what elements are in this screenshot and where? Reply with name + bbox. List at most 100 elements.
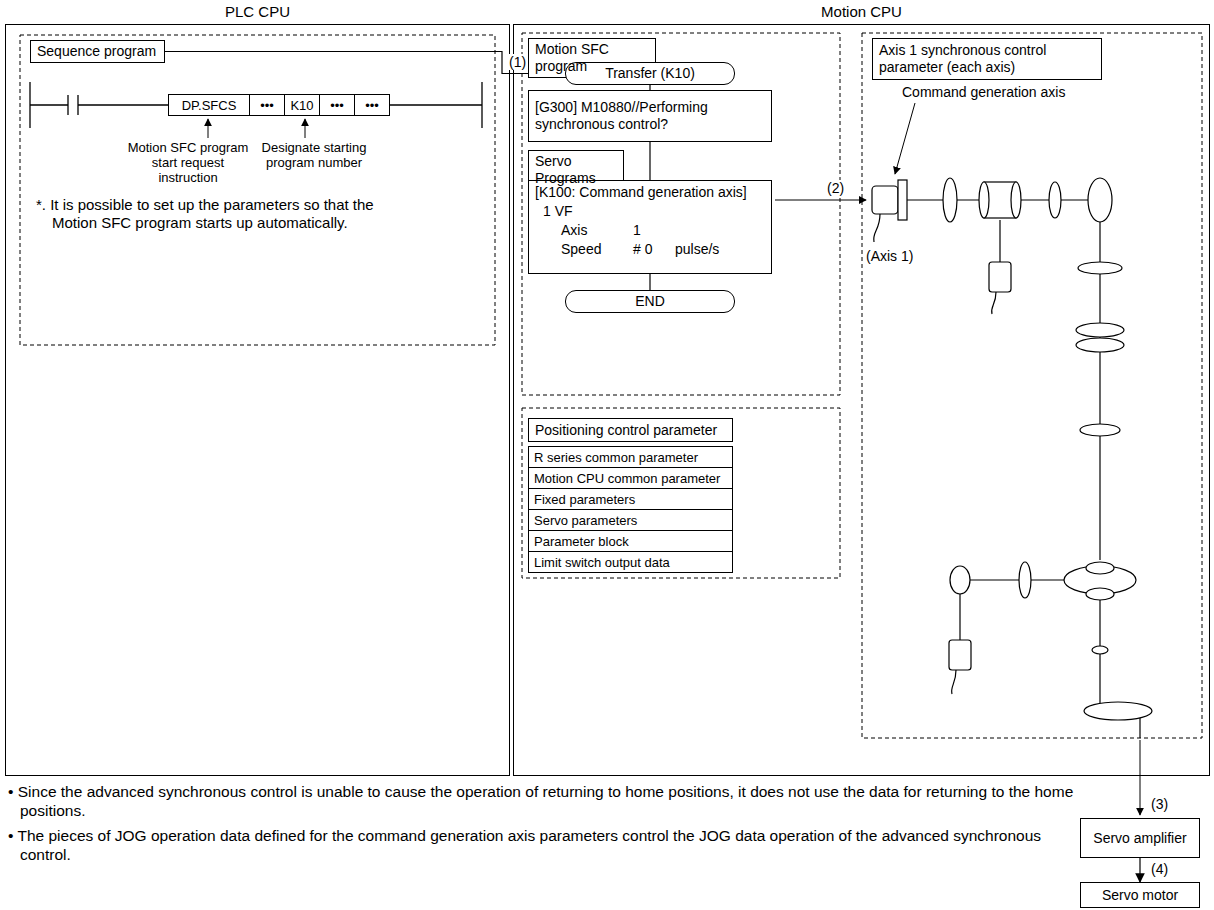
note-text: • Since the advanced synchronous control… — [8, 782, 1080, 820]
line-art — [874, 214, 880, 242]
parameter-row: Fixed parameters — [528, 488, 733, 510]
connector — [649, 142, 650, 180]
program-box: Axis 1 synchronous control parameter (ea… — [872, 38, 1102, 80]
box-text: Transfer (K10) — [605, 65, 695, 82]
device-box: Servo motor — [1080, 882, 1200, 908]
connector — [1139, 858, 1140, 882]
callout-number: (4) — [1150, 861, 1169, 877]
line-art — [1049, 182, 1061, 218]
line-art — [305, 119, 306, 138]
line-art — [775, 200, 866, 201]
box-text: 1 VF — [543, 203, 573, 220]
line-art — [1078, 262, 1122, 274]
box-text: Speed — [561, 241, 601, 258]
line-art — [390, 104, 482, 105]
box-text: Sequence program — [37, 43, 158, 60]
ladder-cell: ••• — [319, 94, 355, 116]
parameter-row: Parameter block — [528, 530, 733, 552]
box-text: pulse/s — [675, 241, 719, 258]
line-art — [960, 579, 1065, 580]
line-art — [1084, 702, 1152, 720]
box-text: ••• — [365, 97, 379, 114]
line-art — [1011, 182, 1021, 218]
box-text: Motion CPU common parameter — [534, 470, 727, 487]
parameter-row: Limit switch output data — [528, 551, 733, 573]
callout-number: (3) — [1150, 796, 1169, 813]
device-box: Servo amplifier — [1080, 818, 1200, 858]
line-art — [959, 590, 960, 640]
box-text: ••• — [260, 97, 274, 114]
program-box: Sequence program — [30, 40, 165, 63]
line-art — [898, 180, 907, 220]
line-art — [895, 103, 915, 174]
program-box: [G300] M10880//Performing synchronous co… — [528, 90, 772, 142]
annotation: (Axis 1) — [866, 248, 946, 265]
line-art — [1086, 562, 1114, 574]
box-text: Servo Programs — [535, 153, 617, 187]
box-text: K10 — [290, 97, 313, 114]
box-text: END — [635, 293, 665, 310]
connector — [649, 274, 650, 290]
parameter-row: R series common parameter — [528, 446, 733, 468]
line-art — [1019, 562, 1031, 598]
line-art — [67, 95, 68, 115]
line-art — [1088, 178, 1112, 222]
connector — [165, 52, 565, 74]
annotation: Command generation axis — [902, 84, 1122, 101]
annotation: Designate starting program number — [254, 140, 374, 170]
line-art — [999, 220, 1000, 262]
program-box: Positioning control parameter — [528, 418, 733, 442]
box-text: ••• — [330, 97, 344, 114]
ladder-cell: ••• — [354, 94, 390, 116]
annotation: *. It is possible to set up the paramete… — [36, 196, 397, 232]
servo-program-box: [K100: Command generation axis] 1 VF Axis 1… — [528, 180, 772, 274]
line-art — [949, 640, 971, 670]
line-art — [1140, 740, 1141, 815]
line-art — [481, 82, 482, 128]
box-text: DP.SFCS — [182, 97, 237, 114]
line-art — [78, 104, 168, 105]
box-text: Axis — [561, 222, 587, 239]
note-text: • The pieces of JOG operation data defin… — [8, 826, 1080, 864]
callout-number: (1) — [508, 54, 527, 70]
box-text: # 0 — [633, 241, 652, 258]
box-text: [K100: Command generation axis] — [535, 184, 747, 201]
ladder-cell: DP.SFCS — [168, 94, 250, 116]
line-art — [1092, 646, 1108, 654]
line-art — [992, 292, 996, 314]
line-art — [943, 178, 957, 222]
box-text: Limit switch output data — [534, 554, 727, 571]
cpu-box: Motion CPUMotion SFC programTransfer (K1… — [513, 24, 1210, 776]
line-art — [522, 33, 840, 395]
box-text: Servo motor — [1102, 887, 1178, 904]
line-art — [862, 33, 1202, 738]
line-art — [979, 182, 989, 218]
parameter-row: Motion CPU common parameter — [528, 467, 733, 489]
flow-terminal: END — [565, 290, 735, 313]
region-heading: Motion CPU — [514, 3, 1209, 20]
box-text: 1 — [633, 222, 641, 239]
box-text: [G300] M10880//Performing synchronous co… — [535, 99, 765, 133]
line-art — [208, 119, 209, 138]
box-text: Servo parameters — [534, 512, 727, 529]
flow-terminal: Transfer (K10) — [565, 62, 735, 85]
parameter-row: Servo parameters — [528, 509, 733, 531]
line-art — [950, 566, 970, 594]
ladder-cell: K10 — [284, 94, 320, 116]
line-art — [522, 408, 840, 578]
line-art — [1139, 718, 1140, 738]
region-heading: PLC CPU — [6, 3, 509, 20]
cpu-box: PLC CPUSequence programDP.SFCS•••K10••••… — [5, 24, 510, 776]
dashed-region — [20, 33, 1202, 738]
line-art — [952, 670, 956, 694]
callout-number: (2) — [826, 180, 845, 197]
mechanical-system — [872, 178, 1152, 738]
leader-arrow — [208, 103, 1140, 815]
box-text: Parameter block — [534, 533, 727, 550]
line-art — [1076, 323, 1124, 337]
box-text: R series common parameter — [534, 449, 727, 466]
box-text: Servo amplifier — [1093, 830, 1186, 847]
line-art — [1080, 424, 1120, 436]
ladder-rung — [30, 82, 482, 128]
